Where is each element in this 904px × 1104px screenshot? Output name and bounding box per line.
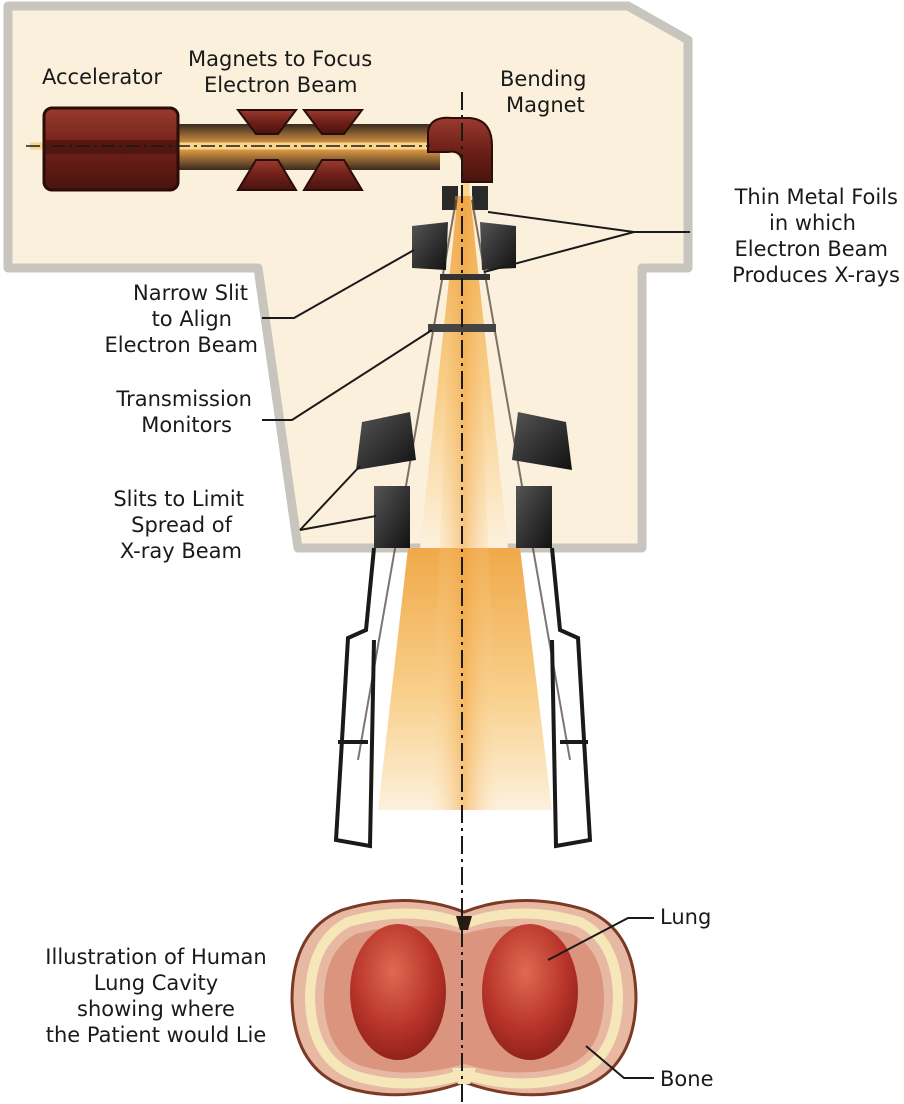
label-slits-3: X-ray Beam xyxy=(120,539,242,563)
lower-jaw-left xyxy=(374,486,410,548)
label-accelerator: Accelerator xyxy=(42,65,162,89)
patient-cross-section xyxy=(292,900,636,1094)
label-bending-1: Bending xyxy=(500,67,586,91)
label-slit-3: Electron Beam xyxy=(105,333,258,357)
label-foils-2: in which xyxy=(769,211,856,235)
label-patient-1: Illustration of Human xyxy=(45,945,266,969)
label-patient-4: the Patient would Lie xyxy=(46,1023,267,1047)
label-slit-1: Narrow Slit xyxy=(133,281,248,305)
label-monitors-2: Monitors xyxy=(141,413,232,437)
label-foils-1: Thin Metal Foils xyxy=(734,185,898,209)
foil-holder-right xyxy=(472,186,488,210)
narrow-slit-bar xyxy=(440,274,490,280)
label-slit-2: to Align xyxy=(152,307,232,331)
applicator-right-wall xyxy=(552,548,590,846)
label-patient-3: showing where xyxy=(77,997,235,1021)
label-bending-2: Magnet xyxy=(506,93,585,117)
label-lung: Lung xyxy=(660,905,711,929)
lower-jaw-right xyxy=(516,486,552,548)
label-monitors-1: Transmission xyxy=(115,387,252,411)
label-slits-2: Spread of xyxy=(131,513,232,537)
lung-left xyxy=(350,924,446,1060)
primary-collimator-right xyxy=(480,222,516,270)
label-slits-1: Slits to Limit xyxy=(113,487,244,511)
label-foils-3: Electron Beam xyxy=(735,237,888,261)
label-foils-4: Produces X-rays xyxy=(732,263,900,287)
accelerator-band xyxy=(44,140,178,154)
label-magnets-2: Electron Beam xyxy=(204,73,357,97)
lung-right xyxy=(482,924,578,1060)
label-bone: Bone xyxy=(660,1067,713,1091)
label-patient-2: Lung Cavity xyxy=(94,971,218,995)
primary-collimator-left xyxy=(412,222,448,270)
label-magnets-1: Magnets to Focus xyxy=(188,47,372,71)
